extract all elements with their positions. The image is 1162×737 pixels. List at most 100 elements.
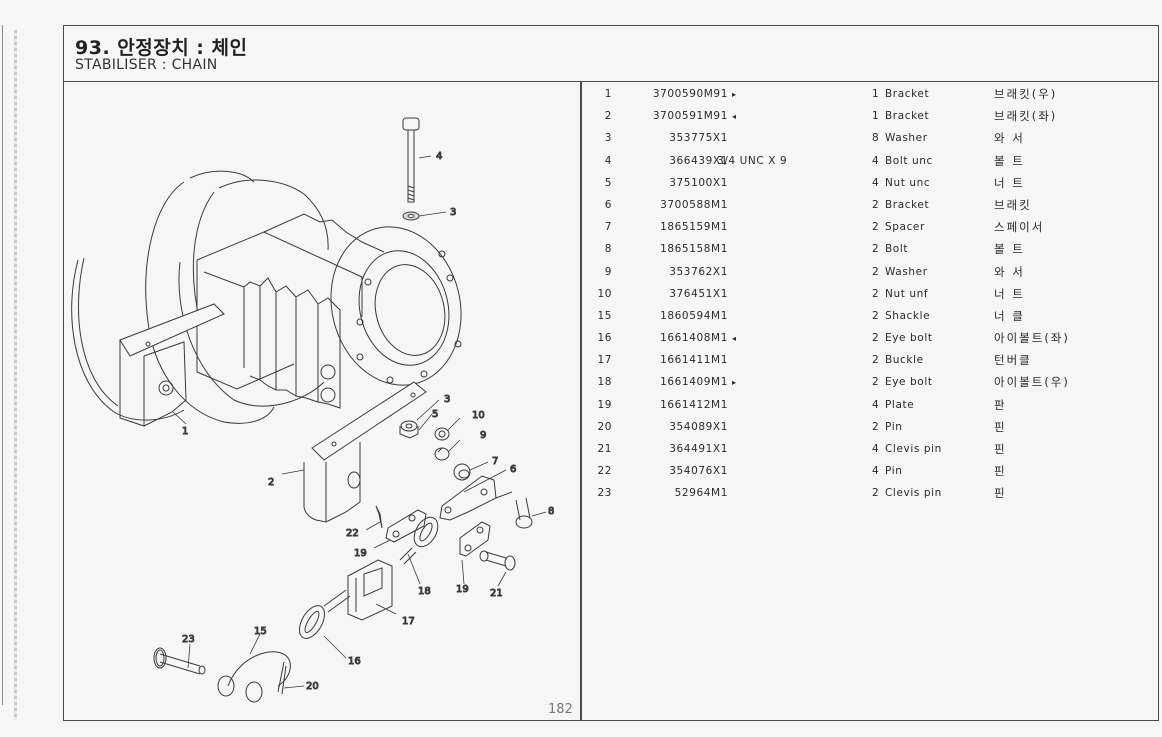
ref-number: 21 — [597, 443, 612, 455]
ref-number: 9 — [604, 265, 612, 278]
page-title-korean: 93. 안정장치 : 체인 — [75, 37, 248, 59]
quantity: 4 — [872, 465, 880, 478]
description: Washer — [885, 132, 928, 145]
description-korean: 볼 트 — [994, 242, 1025, 257]
description: Eye bolt — [885, 376, 933, 389]
description-korean: 와 서 — [994, 264, 1025, 279]
description: Washer — [885, 265, 928, 278]
side-marker-icon: ▸ — [732, 90, 737, 99]
bracket-6-illustration — [439, 475, 513, 521]
part-number: 1661408M1 — [660, 332, 728, 345]
quantity: 4 — [872, 443, 880, 455]
ref-number: 3 — [604, 132, 612, 145]
shackle-illustration — [153, 647, 291, 703]
callout-3a: 3 — [450, 207, 456, 218]
page-number: 182 — [548, 702, 573, 717]
part-number: 364491X1 — [669, 443, 728, 455]
parts-row: 9 353762X1 2 Washer 와 서 — [590, 264, 1150, 286]
callout-10: 10 — [472, 410, 485, 421]
description-korean: 너 클 — [994, 308, 1025, 323]
description: Shackle — [885, 309, 931, 322]
ref-number: 22 — [597, 465, 612, 478]
bolt-8-illustration — [515, 497, 533, 529]
callout-3b: 3 — [444, 394, 450, 405]
description-korean: 브래킷 — [994, 197, 1032, 212]
fasteners-illustration — [399, 420, 471, 481]
callout-16: 16 — [348, 656, 361, 667]
description-korean: 턴버클 — [994, 353, 1032, 368]
description-korean: 핀 — [994, 464, 1007, 479]
part-number: 1865158M1 — [660, 243, 728, 256]
part-number: 353762X1 — [669, 265, 728, 278]
ref-number: 10 — [597, 287, 612, 300]
ref-number: 16 — [597, 332, 612, 345]
description-korean: 와 서 — [994, 131, 1025, 146]
callout-1: 1 — [182, 426, 188, 437]
description: Bracket — [885, 88, 930, 100]
part-number: 1661409M1 — [660, 376, 728, 389]
callout-2: 2 — [268, 477, 274, 488]
page-edge-line — [2, 25, 3, 705]
part-number: 366439X1 — [669, 154, 728, 167]
plates-pins-illustration — [375, 505, 516, 571]
quantity: 2 — [872, 487, 880, 500]
description: Nut unc — [885, 176, 931, 189]
quantity: 2 — [872, 309, 880, 322]
callout-15: 15 — [254, 626, 267, 637]
part-number: 375100X1 — [669, 176, 728, 189]
description: Bracket — [885, 110, 930, 123]
quantity: 2 — [872, 287, 880, 300]
side-marker-icon: ◂ — [732, 334, 737, 344]
description-korean: 너 트 — [994, 175, 1025, 190]
description-korean: 핀 — [994, 486, 1007, 501]
description-korean: 아이볼트(우) — [994, 375, 1070, 390]
part-number: 52964M1 — [674, 487, 728, 500]
ref-number: 19 — [597, 398, 612, 411]
description-korean: 볼 트 — [994, 153, 1025, 168]
quantity: 1 — [872, 88, 880, 100]
description: Eye bolt — [885, 332, 933, 345]
column-divider — [580, 81, 582, 721]
binding-edge — [14, 30, 17, 720]
quantity: 2 — [872, 198, 880, 211]
callout-21: 21 — [490, 588, 503, 599]
callout-19a: 19 — [354, 548, 367, 559]
quantity: 2 — [872, 420, 880, 433]
part-number: 3700590M91 — [652, 88, 728, 100]
description: Bolt — [885, 243, 909, 256]
ref-number: 4 — [604, 154, 612, 167]
part-number: 1661412M1 — [660, 398, 728, 411]
callout-5: 5 — [432, 409, 438, 420]
part-number: 354089X1 — [669, 420, 728, 433]
ref-number: 18 — [597, 376, 612, 389]
quantity: 2 — [872, 265, 880, 278]
bracket-2-illustration — [303, 381, 427, 523]
description: Buckle — [885, 354, 924, 367]
description: Bracket — [885, 198, 930, 211]
quantity: 4 — [872, 154, 880, 167]
part-note: 3/4 UNC X 9 — [717, 154, 788, 167]
ref-number: 23 — [597, 487, 612, 500]
description-korean: 핀 — [994, 419, 1007, 434]
page-header: 93. 안정장치 : 체인 STABILISER : CHAIN — [63, 25, 1159, 82]
part-number: 376451X1 — [669, 287, 728, 300]
description: Spacer — [885, 221, 925, 234]
quantity: 2 — [872, 376, 880, 389]
leader-lines — [172, 155, 547, 689]
ref-number: 20 — [597, 420, 612, 433]
callout-6: 6 — [510, 464, 516, 475]
